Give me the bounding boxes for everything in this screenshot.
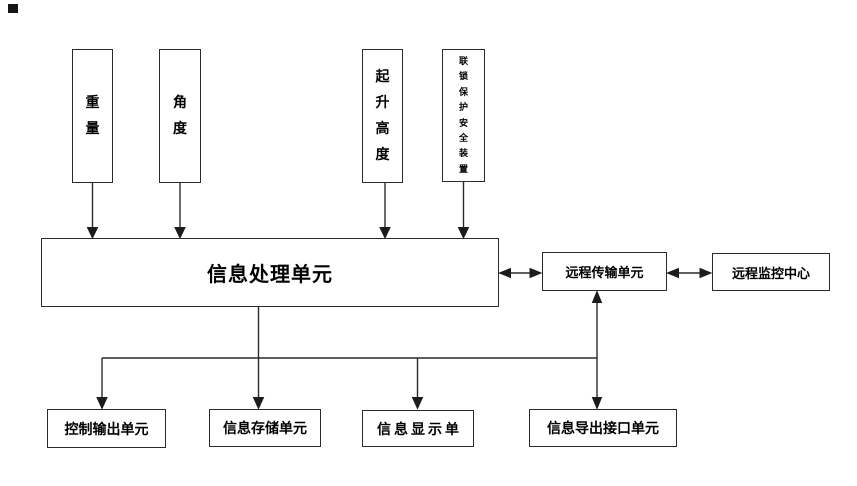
remote-monitoring-center-label: 远程监控中心 xyxy=(731,265,810,281)
input-box-lift-height-label: 起升高度 xyxy=(375,68,390,162)
control-output-unit-box: 控制输出单元 xyxy=(47,409,166,448)
arrow-transmission-monitoring-bidirectional xyxy=(666,267,713,279)
arrow-weight-to-processing xyxy=(86,183,99,240)
info-storage-unit-label: 信息存储单元 xyxy=(223,420,307,436)
remote-monitoring-center-box: 远程监控中心 xyxy=(712,253,830,291)
input-box-interlock-safety-label: 联锁保护安全装置 xyxy=(458,55,468,174)
input-box-lift-height: 起升高度 xyxy=(362,49,403,183)
input-box-angle: 角度 xyxy=(159,49,201,183)
arrow-branch-to-control-output xyxy=(96,358,108,410)
input-box-angle-label: 角度 xyxy=(173,94,187,136)
info-storage-unit-box: 信息存储单元 xyxy=(209,409,321,447)
info-display-unit-label: 信息显示单 xyxy=(377,420,462,437)
scan-artifact-mark xyxy=(8,4,18,13)
processing-unit-label: 信息处理单元 xyxy=(207,264,333,286)
control-output-unit-label: 控制输出单元 xyxy=(64,420,149,437)
processing-unit-box: 信息处理单元 xyxy=(41,238,499,307)
arrow-interlock-to-processing xyxy=(457,182,470,240)
arrow-transmission-export-bidirectional xyxy=(591,290,603,410)
info-export-interface-unit-box: 信息导出接口单元 xyxy=(529,409,677,447)
info-export-interface-unit-label: 信息导出接口单元 xyxy=(547,420,659,436)
info-display-unit-box: 信息显示单 xyxy=(362,410,474,447)
arrow-lift-height-to-processing xyxy=(379,183,391,240)
arrow-angle-to-processing xyxy=(174,183,186,240)
arrow-processing-remote-transmission-bidirectional xyxy=(498,267,543,279)
remote-transmission-unit-box: 远程传输单元 xyxy=(542,252,667,291)
arrow-branch-to-display xyxy=(411,358,424,410)
input-box-weight-label: 重量 xyxy=(85,94,100,136)
arrow-processing-to-storage xyxy=(252,307,265,410)
remote-transmission-unit-label: 远程传输单元 xyxy=(565,265,644,280)
input-box-weight: 重量 xyxy=(72,49,113,183)
input-box-interlock-safety: 联锁保护安全装置 xyxy=(442,49,485,182)
